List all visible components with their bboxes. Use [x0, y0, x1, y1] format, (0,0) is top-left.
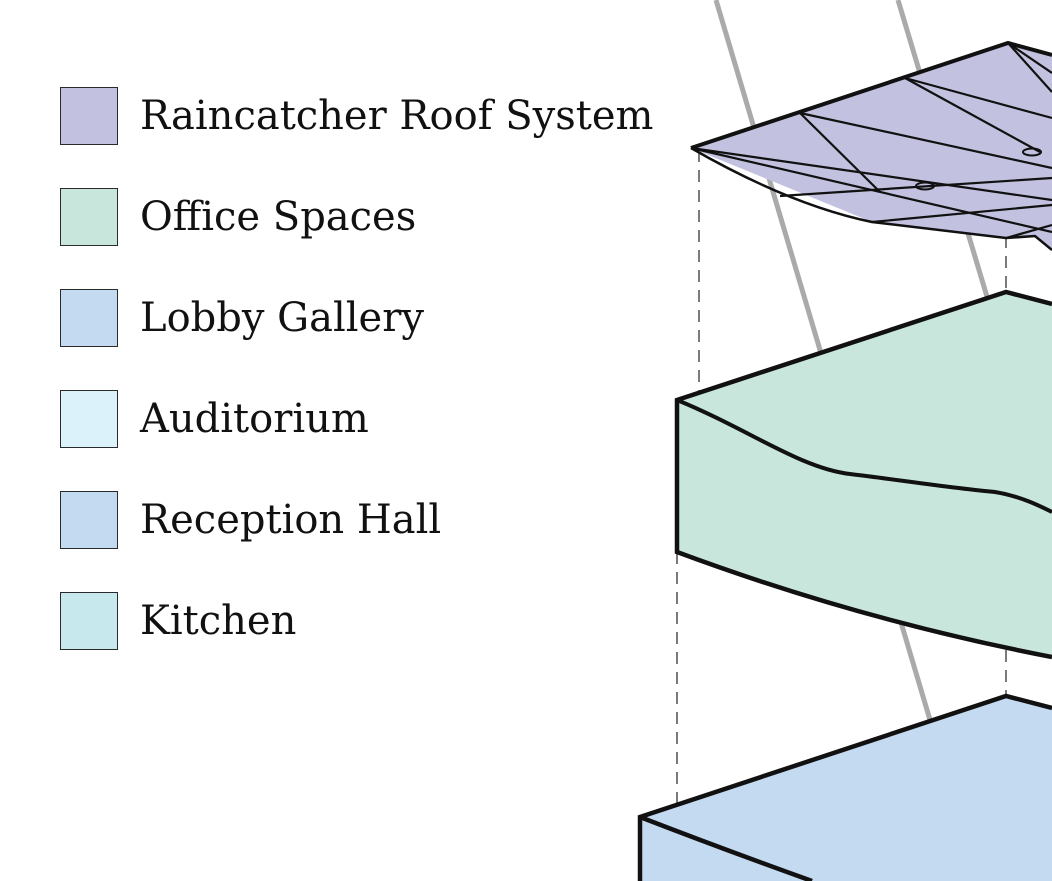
legend-label-reception: Reception Hall — [140, 497, 442, 543]
roof-drain-right — [1022, 147, 1042, 157]
legend-swatch-lobby — [60, 289, 118, 347]
office-spaces-volume — [674, 289, 1052, 660]
office-outline — [674, 289, 1052, 660]
office-roof-edge — [676, 398, 1052, 514]
legend-label-office: Office Spaces — [140, 194, 417, 240]
roof-lower-edge — [690, 146, 1052, 251]
legend-swatch-kitchen — [60, 592, 118, 650]
legend-label-auditorium: Auditorium — [140, 396, 369, 442]
legend-label-kitchen: Kitchen — [140, 598, 297, 644]
lobby-front-edge — [639, 814, 813, 881]
lobby-gallery-volume — [637, 693, 1052, 881]
legend-label-roof: Raincatcher Roof System — [140, 93, 654, 139]
legend-swatch-roof — [60, 87, 118, 145]
lobby-top-face — [640, 696, 1052, 881]
legend-swatch-auditorium — [60, 390, 118, 448]
roof-panel-surface — [691, 43, 1052, 250]
legend-swatch-reception — [60, 491, 118, 549]
raincatcher-roof-volume — [690, 40, 1052, 251]
legend-label-lobby: Lobby Gallery — [140, 295, 424, 341]
legend-swatch-office — [60, 188, 118, 246]
lobby-outline — [637, 693, 1052, 881]
roof-drain-left — [915, 181, 935, 191]
